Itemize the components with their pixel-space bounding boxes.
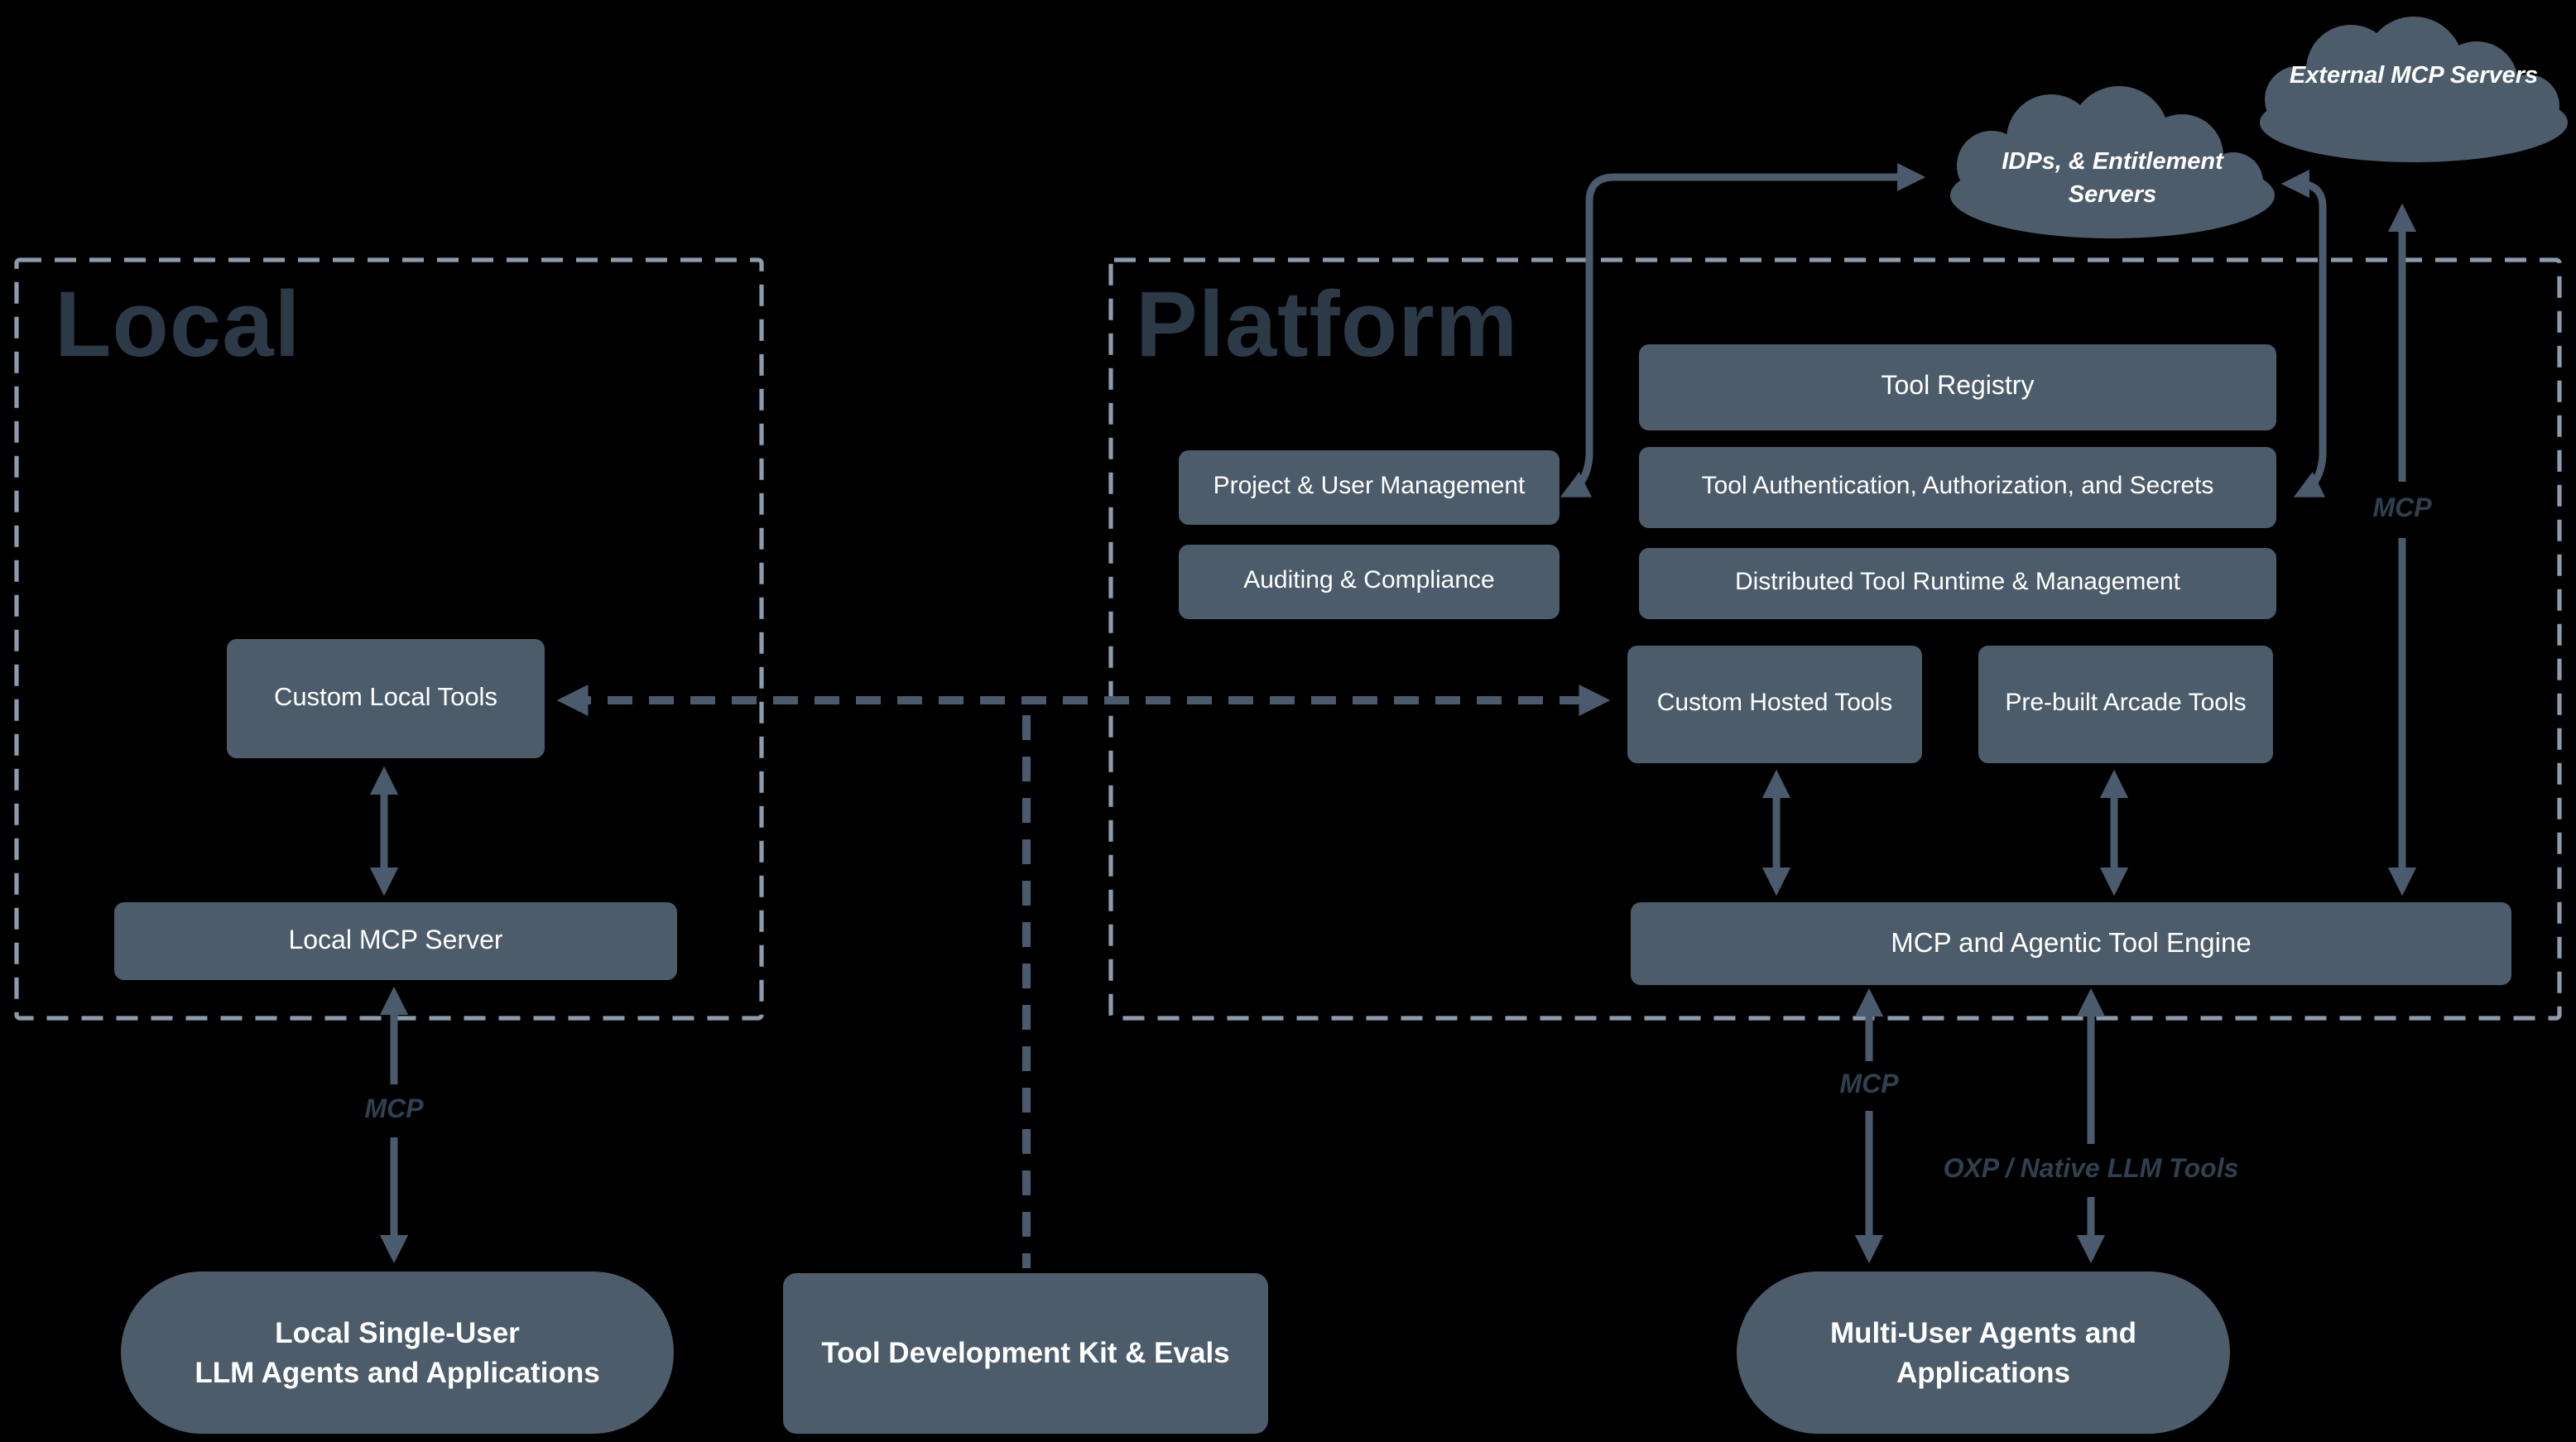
idps-cloud: IDPs, & Entitlement Servers <box>1947 146 2278 212</box>
arrow-projectmgmt-idps <box>1560 162 1926 497</box>
local-agents-line1: Local Single-User <box>275 1316 520 1349</box>
idps-cloud-line2: Servers <box>2068 182 2157 209</box>
mcp-agentic-engine-box: MCP and Agentic Tool Engine <box>1631 902 2511 985</box>
local-mcp-server-box: Local MCP Server <box>114 902 677 980</box>
distributed-runtime-box: Distributed Tool Runtime & Management <box>1639 548 2276 619</box>
mcp-edge-label-platform: MCP <box>1839 1071 1899 1099</box>
tool-auth-box: Tool Authentication, Authorization, and … <box>1639 447 2276 528</box>
tool-development-kit-box: Tool Development Kit & Evals <box>783 1273 1268 1434</box>
project-user-management-box: Project & User Management <box>1179 450 1560 525</box>
multi-user-agents-line2: Applications <box>1896 1356 2070 1389</box>
arrow-toolauth-idps <box>2280 169 2327 497</box>
dashed-connectors <box>556 685 1611 1268</box>
tool-registry-box: Tool Registry <box>1639 344 2276 430</box>
custom-hosted-tools-box: Custom Hosted Tools <box>1627 646 1922 763</box>
prebuilt-arcade-tools-box: Pre-built Arcade Tools <box>1978 646 2273 763</box>
local-region-border <box>14 257 764 1021</box>
mcp-edge-label-external: MCP <box>2372 495 2432 523</box>
oxp-edge-label: OXP / Native LLM Tools <box>1943 1156 2239 1184</box>
platform-region-title: Platform <box>1136 272 1519 376</box>
idps-cloud-shape <box>1950 86 2275 238</box>
external-mcp-servers-cloud: External MCP Servers <box>2289 63 2539 89</box>
custom-local-tools-box: Custom Local Tools <box>227 639 545 758</box>
external-mcp-cloud-shape <box>2260 17 2568 162</box>
region-borders <box>14 257 2562 1021</box>
idps-cloud-line1: IDPs, & Entitlement <box>2002 149 2223 175</box>
solid-arrows <box>369 162 2417 1264</box>
local-agents-line2: LLM Agents and Applications <box>195 1356 600 1389</box>
multi-user-agents-pill: Multi-User Agents and Applications <box>1737 1271 2230 1434</box>
local-region-title: Local <box>55 272 301 376</box>
mcp-edge-label-local: MCP <box>364 1096 424 1124</box>
multi-user-agents-line1: Multi-User Agents and <box>1829 1316 2137 1349</box>
local-agents-pill: Local Single-User LLM Agents and Applica… <box>121 1271 674 1434</box>
auditing-compliance-box: Auditing & Compliance <box>1179 545 1560 619</box>
platform-region-border <box>1108 257 2562 1021</box>
